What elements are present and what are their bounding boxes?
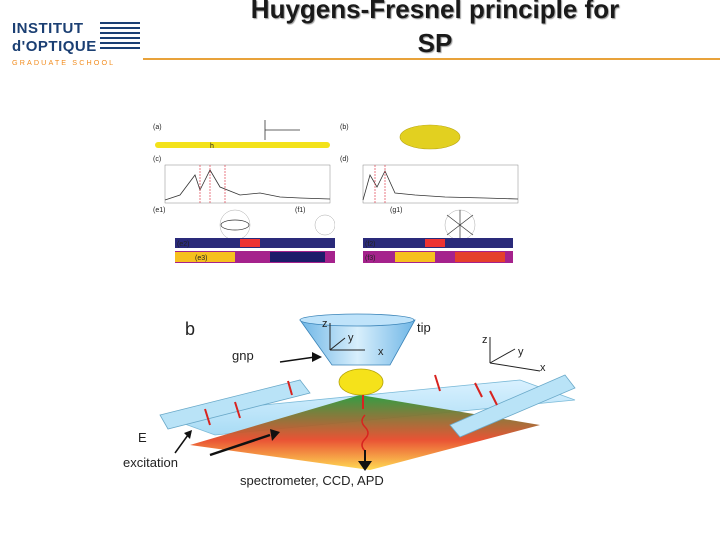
label-e1: (e1) <box>153 207 165 214</box>
spectrum-c-line <box>164 169 331 201</box>
tip-label: tip <box>417 320 431 335</box>
figure-bottom-setup: z y x z y x b tip gnp E excitation spect… <box>123 313 576 488</box>
slide-title-line-1: Huygens-Fresnel principle for <box>250 0 620 24</box>
axis-y: y <box>518 346 524 358</box>
slide-title: Huygens-Fresnel principle for SP <box>150 0 720 60</box>
institut-optique-logo: INSTITUT d'OPTIQUE GRADUATE SCHOOL <box>10 8 140 70</box>
figure-top-right: (b) (d) (g1) (f2) (f3) <box>340 124 519 263</box>
spectrum-d-frame <box>362 164 519 204</box>
axis-x: x <box>540 362 546 374</box>
label-e2: (e2) <box>177 241 189 248</box>
detector-label: spectrometer, CCD, APD <box>240 473 384 488</box>
gold-nanoparticle <box>338 368 384 396</box>
label-f1: (f1) <box>295 207 306 214</box>
label-b-small: h <box>210 143 214 150</box>
detector-arrow <box>358 461 372 471</box>
spectrum-d-line <box>362 170 519 201</box>
e-field-arrow <box>184 430 192 439</box>
logo-line-1: INSTITUT <box>12 20 84 37</box>
tip-axis-x: x <box>378 346 384 358</box>
slide-title-line-2: SP <box>417 28 453 58</box>
rod-diagram <box>155 142 330 148</box>
dipole-arrows <box>204 374 498 426</box>
axis-z: z <box>482 334 488 346</box>
label-b: (b) <box>340 124 349 131</box>
label-a: (a) <box>153 124 162 131</box>
polar-f1 <box>314 214 335 236</box>
title-rule <box>143 58 720 60</box>
disk-diagram <box>399 124 461 150</box>
figure-top-left: (a) h (c) (e1) (f1) (e2) (e3) <box>153 120 335 263</box>
label-d: (d) <box>340 156 349 163</box>
tip-axis-z: z <box>322 318 328 330</box>
excitation-beam <box>190 395 540 470</box>
label-e3: (e3) <box>195 255 207 262</box>
spectrum-c-frame <box>164 164 331 204</box>
tip-axis-y: y <box>348 332 354 344</box>
label-f3: (f3) <box>365 255 376 262</box>
label-g1: (g1) <box>390 207 402 214</box>
polar-e1 <box>219 209 251 241</box>
logo-line-2: d'OPTIQUE <box>12 38 97 55</box>
logo-stripes <box>100 22 140 52</box>
wire-right <box>449 374 576 438</box>
emission-wave <box>361 414 369 452</box>
logo-line-3: GRADUATE SCHOOL <box>12 58 116 67</box>
label-f2: (f2) <box>365 241 376 248</box>
excitation-label: excitation <box>123 455 178 470</box>
e-label: E <box>138 430 147 445</box>
label-c: (c) <box>153 156 161 163</box>
gnp-label: gnp <box>232 348 254 363</box>
panel-label-b: b <box>185 319 195 339</box>
